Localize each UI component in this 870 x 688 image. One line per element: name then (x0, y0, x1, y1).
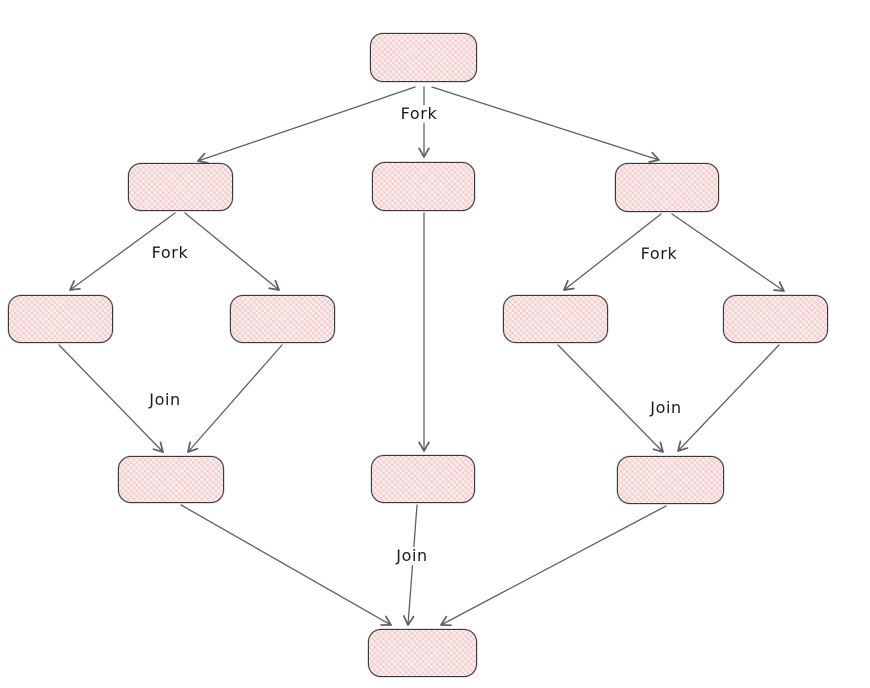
flow-node-mid-node (371, 455, 475, 503)
flow-node-branch-mid (372, 162, 475, 211)
edge-arrow-left-join-to-end (180, 504, 392, 626)
edge-arrow-start-to-branch-left (197, 86, 416, 164)
edge-arrow-right-join-to-end (440, 505, 667, 627)
edge-arrow-branch-left-to-left-child-1 (69, 212, 176, 291)
edge-arrow-left-child-1-to-left-join (58, 344, 164, 453)
edge-label-join-4: Join (647, 399, 685, 417)
flow-node-start (370, 33, 477, 82)
edge-arrow-right-child-2-to-right-join (677, 344, 780, 452)
edge-label-fork-1: Fork (148, 244, 192, 262)
edge-arrow-start-to-branch-right (431, 86, 660, 163)
flow-node-left-join (118, 456, 224, 503)
edge-label-join-3: Join (146, 391, 184, 409)
edge-arrow-left-child-2-to-left-join (187, 344, 283, 453)
flow-node-left-child-1 (8, 295, 113, 343)
flow-node-branch-right (615, 163, 719, 212)
flow-node-right-child-1 (503, 295, 608, 343)
edge-label-fork-2: Fork (637, 245, 681, 263)
edge-arrow-branch-left-to-left-child-2 (184, 212, 280, 291)
edge-label-fork-0: Fork (397, 105, 441, 123)
edge-label-join-5: Join (393, 547, 431, 565)
flow-node-right-child-2 (723, 295, 828, 343)
edge-arrow-right-child-1-to-right-join (557, 344, 664, 453)
flow-node-right-join (617, 456, 724, 504)
flow-node-left-child-2 (230, 295, 335, 343)
flow-node-branch-left (128, 163, 233, 211)
edge-arrow-branch-right-to-right-child-1 (563, 213, 662, 291)
edge-arrow-branch-right-to-right-child-2 (671, 213, 785, 292)
edge-arrow-mid-node-to-end (402, 504, 418, 626)
flow-node-end (368, 629, 477, 677)
